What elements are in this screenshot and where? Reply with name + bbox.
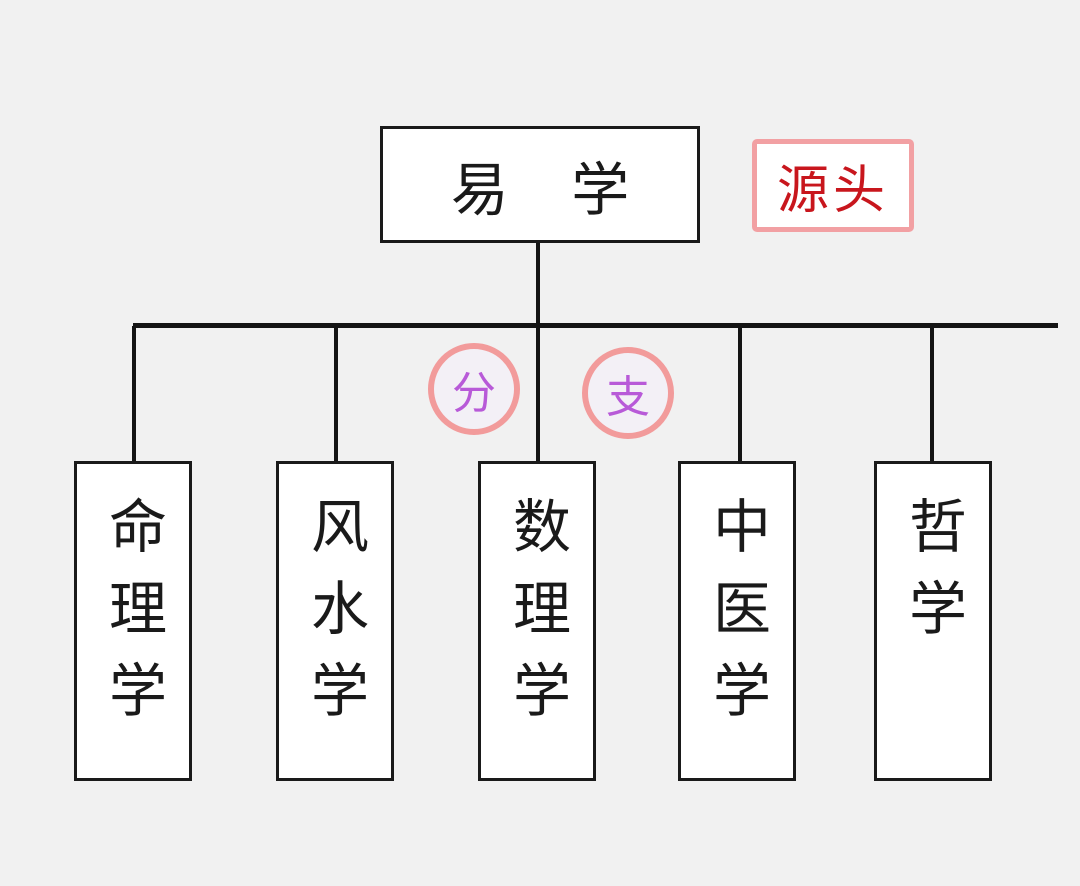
root-node-label: 易 学 <box>450 155 652 224</box>
branch-circle-1: 分 <box>428 343 520 435</box>
child-node-2: 风水学 <box>276 461 394 781</box>
child-node-4-label: 中医学 <box>703 496 771 742</box>
root-node-box: 易 学 <box>380 126 700 243</box>
child-node-3: 数理学 <box>478 461 596 781</box>
child-node-4: 中医学 <box>678 461 796 781</box>
child-node-5-label: 哲学 <box>899 496 967 660</box>
child-node-1-label: 命理学 <box>99 496 167 742</box>
branch-circle-2: 支 <box>582 347 674 439</box>
source-tag: 源头 <box>752 139 914 232</box>
branch-line-5 <box>930 326 934 463</box>
child-node-1: 命理学 <box>74 461 192 781</box>
branch-line-1 <box>132 326 136 463</box>
source-tag-label: 源头 <box>776 161 889 221</box>
branch-line-4 <box>738 326 742 463</box>
root-stem-line <box>536 242 540 328</box>
horizontal-bus-line <box>133 323 1058 328</box>
child-node-2-label: 风水学 <box>301 496 369 742</box>
branch-circle-2-label: 支 <box>606 372 650 423</box>
branch-line-2 <box>334 326 338 463</box>
branch-line-3 <box>536 326 540 463</box>
branch-circle-1-label: 分 <box>452 368 496 419</box>
child-node-5: 哲学 <box>874 461 992 781</box>
child-node-3-label: 数理学 <box>503 496 571 742</box>
